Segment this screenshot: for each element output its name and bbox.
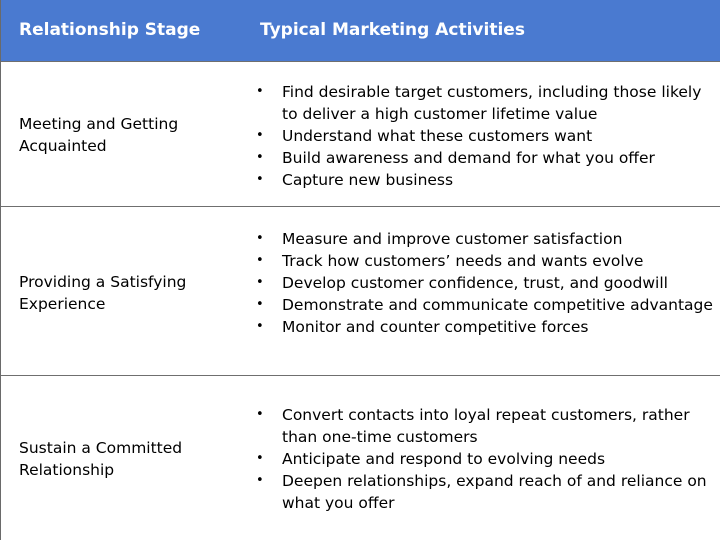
bullet-icon: • bbox=[256, 451, 264, 466]
bullet-icon: • bbox=[256, 231, 264, 246]
list-item: •Capture new business bbox=[256, 171, 454, 189]
table-row: Meeting and Getting Acquainted •Find des… bbox=[1, 61, 720, 207]
stage-cell: Providing a Satisfying Experience bbox=[19, 273, 187, 313]
list-item: •Understand what these customers want bbox=[256, 127, 593, 145]
stage-cell: Sustain a Committed Relationship bbox=[19, 439, 183, 479]
bullet-icon: • bbox=[256, 473, 264, 488]
bullet-icon: • bbox=[256, 297, 264, 312]
list-item: •Measure and improve customer satisfacti… bbox=[256, 230, 623, 248]
list-item: •Convert contacts into loyal repeat cust… bbox=[256, 406, 690, 446]
table-row: Sustain a Committed Relationship •Conver… bbox=[1, 375, 720, 541]
activities-list: •Measure and improve customer satisfacti… bbox=[254, 228, 714, 338]
list-item: •Demonstrate and communicate competitive… bbox=[256, 296, 713, 314]
table-header: Relationship Stage Typical Marketing Act… bbox=[1, 0, 720, 61]
stage-column-header: Relationship Stage bbox=[19, 20, 201, 40]
list-item: •Deepen relationships, expand reach of a… bbox=[256, 472, 707, 512]
bullet-icon: • bbox=[256, 128, 264, 143]
bullet-icon: • bbox=[256, 253, 264, 268]
list-item: •Anticipate and respond to evolving need… bbox=[256, 450, 606, 468]
list-item: •Develop customer confidence, trust, and… bbox=[256, 274, 668, 292]
list-item: •Monitor and counter competitive forces bbox=[256, 318, 589, 336]
activities-list: •Convert contacts into loyal repeat cust… bbox=[254, 404, 714, 514]
list-item: •Build awareness and demand for what you… bbox=[256, 149, 655, 167]
bullet-icon: • bbox=[256, 407, 264, 422]
stage-cell: Meeting and Getting Acquainted bbox=[19, 115, 179, 155]
bullet-icon: • bbox=[256, 319, 264, 334]
bullet-icon: • bbox=[256, 172, 264, 187]
bullet-icon: • bbox=[256, 275, 264, 290]
activities-column-header: Typical Marketing Activities bbox=[260, 20, 525, 40]
list-item: •Track how customers’ needs and wants ev… bbox=[256, 252, 644, 270]
bullet-icon: • bbox=[256, 84, 264, 99]
list-item: •Find desirable target customers, includ… bbox=[256, 83, 702, 123]
bullet-icon: • bbox=[256, 150, 264, 165]
table-row: Providing a Satisfying Experience •Measu… bbox=[1, 206, 720, 376]
activities-list: •Find desirable target customers, includ… bbox=[254, 81, 714, 191]
